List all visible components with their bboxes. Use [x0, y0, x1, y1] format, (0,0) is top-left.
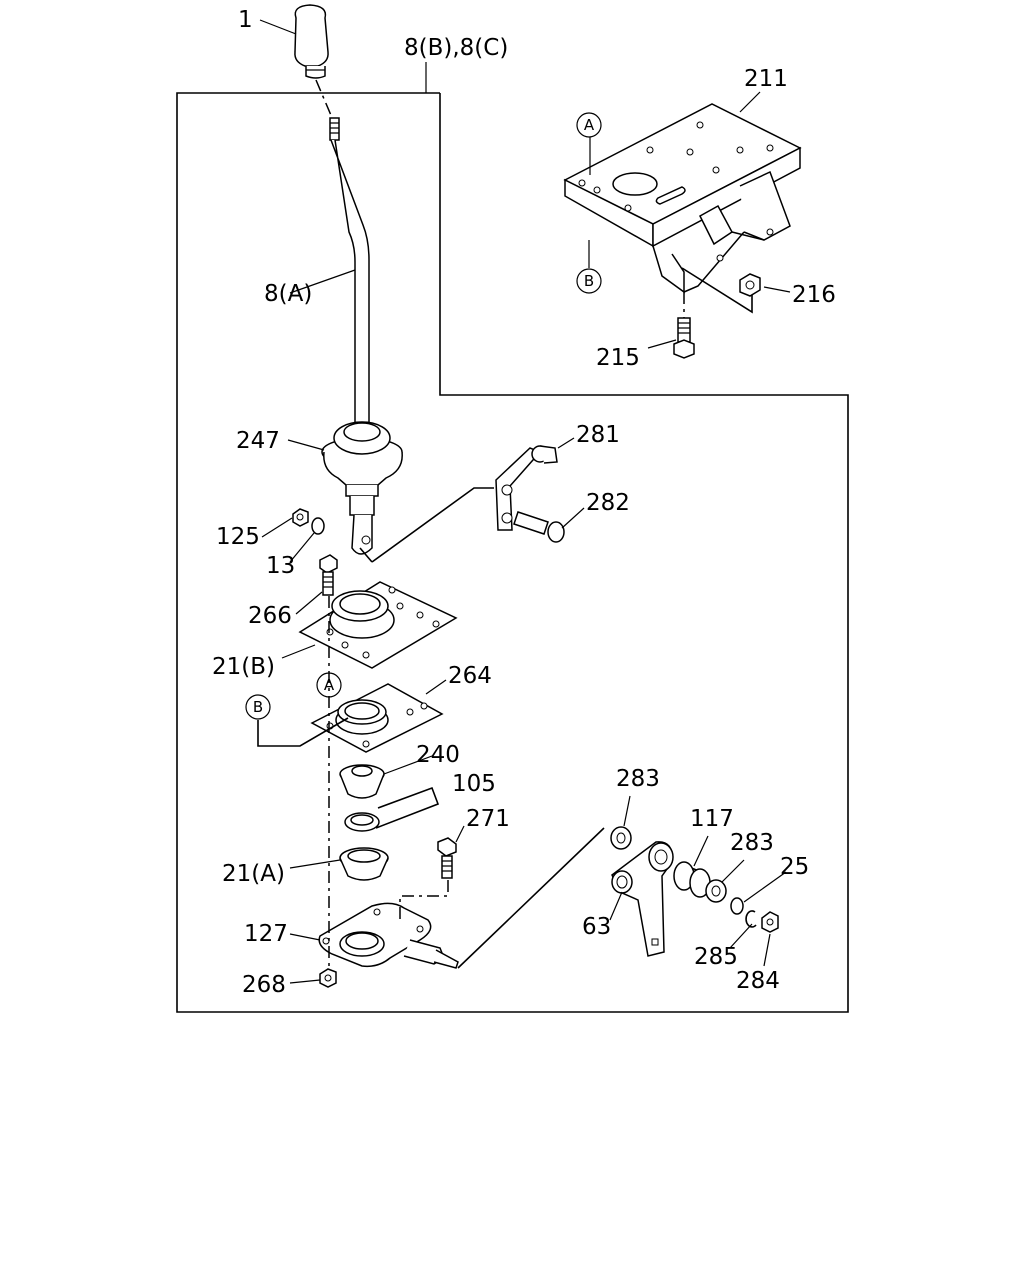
callout-1: 1: [238, 7, 253, 33]
washer-283-lower: [705, 879, 727, 903]
callout-268: 268: [242, 972, 286, 998]
callout-215: 215: [596, 345, 640, 371]
selector-bracket: [495, 445, 558, 531]
bracket-pin: [513, 511, 565, 543]
bush-105: [344, 812, 380, 832]
callout-25: 25: [780, 854, 809, 880]
callout-63: 63: [582, 914, 611, 940]
nut-268: [319, 968, 337, 988]
callout-125: 125: [216, 524, 260, 550]
callout-8a: 8(A): [264, 281, 312, 307]
callout-264: 264: [448, 663, 492, 689]
callout-281: 281: [576, 422, 620, 448]
callout-211: 211: [744, 66, 788, 92]
callout-284: 284: [736, 968, 780, 994]
svg-text:A: A: [324, 676, 335, 694]
svg-text:A: A: [584, 116, 595, 134]
callout-21a: 21(A): [222, 861, 285, 887]
leader-lines: [259, 19, 791, 984]
ref-marker-b-mid: B: [245, 694, 271, 720]
bolt-215: [673, 317, 695, 359]
nut-125: [292, 508, 309, 527]
callout-285: 285: [694, 944, 738, 970]
callout-283-lower: 283: [730, 830, 774, 856]
ref-marker-b-top: B: [576, 268, 602, 294]
assembly-boundary: [176, 92, 849, 1013]
svg-text:B: B: [584, 272, 594, 290]
callout-266: 266: [248, 603, 292, 629]
lever-housing-127: [318, 902, 459, 969]
bolt-266: [319, 554, 338, 596]
callout-247: 247: [236, 428, 280, 454]
callout-240: 240: [416, 742, 460, 768]
seat-cup-240: [339, 764, 385, 799]
seat-plate-21b: [298, 581, 458, 669]
callout-271: 271: [466, 806, 510, 832]
shift-boot: [321, 421, 403, 555]
callout-105: 105: [452, 771, 496, 797]
ref-marker-a-top: A: [576, 112, 602, 138]
callout-117: 117: [690, 806, 734, 832]
shift-arm-63: [611, 841, 674, 957]
callout-283-upper: 283: [616, 766, 660, 792]
ref-marker-a-mid: A: [316, 672, 342, 698]
washer-13: [311, 517, 325, 535]
bolt-271: [437, 837, 457, 879]
console-bracket-211: [563, 103, 802, 294]
shift-knob: [294, 4, 329, 79]
svg-text:B: B: [253, 698, 263, 716]
callout-13: 13: [266, 553, 295, 579]
seat-plate-264: [310, 683, 444, 753]
seat-cup-21a: [339, 847, 389, 881]
callout-282: 282: [586, 490, 630, 516]
callout-21b: 21(B): [212, 654, 275, 680]
clip-285: [745, 910, 757, 928]
callout-8bc: 8(B),8(C): [404, 35, 508, 61]
washer-283-upper: [610, 826, 632, 850]
washer-25: [730, 897, 744, 915]
bush-117: [673, 861, 711, 898]
callout-127: 127: [244, 921, 288, 947]
callout-216: 216: [792, 282, 836, 308]
nut-284: [761, 911, 779, 933]
nut-216: [739, 273, 761, 297]
